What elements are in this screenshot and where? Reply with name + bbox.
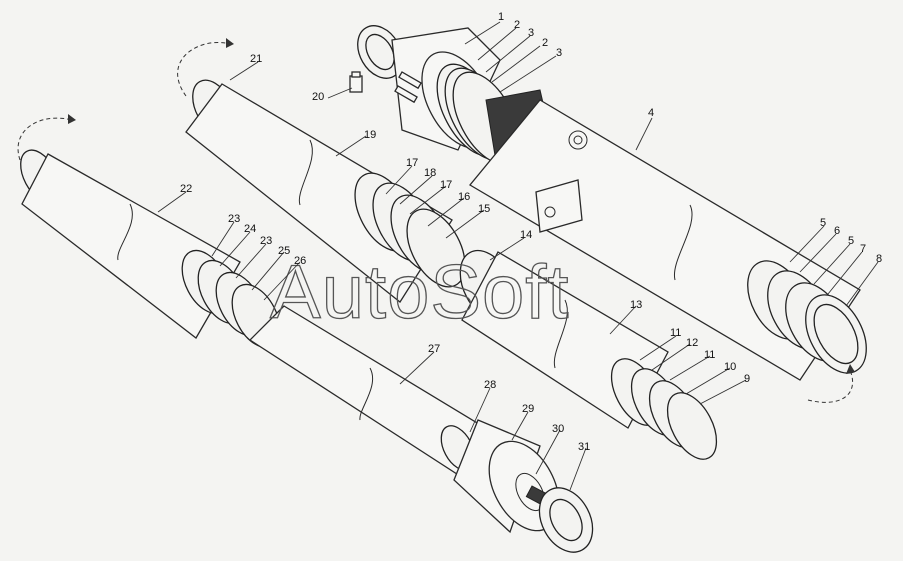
callout-5: 5 <box>820 217 826 229</box>
callout-7: 7 <box>860 243 866 255</box>
callout-26: 26 <box>294 255 306 267</box>
callout-10: 10 <box>724 361 736 373</box>
fitting-20 <box>349 71 363 93</box>
callout-11: 11 <box>704 349 715 361</box>
callout-14: 14 <box>520 229 532 241</box>
callout-29: 29 <box>522 403 534 415</box>
callout-19: 19 <box>364 129 376 141</box>
callout-25: 25 <box>278 245 290 257</box>
callout-20: 20 <box>312 91 324 103</box>
callout-2: 2 <box>514 19 520 31</box>
callout-30: 30 <box>552 423 564 435</box>
callout-21: 21 <box>250 53 262 65</box>
callout-3: 3 <box>556 47 562 59</box>
callout-27: 27 <box>428 343 440 355</box>
callout-23: 23 <box>260 235 272 247</box>
left-tube <box>17 114 594 553</box>
cylinder-housing <box>357 25 867 403</box>
callout-13: 13 <box>630 299 642 311</box>
callout-24: 24 <box>244 223 256 235</box>
watermark-text: AutoSoft <box>270 250 570 335</box>
callout-17: 17 <box>440 179 452 191</box>
callout-6: 6 <box>834 225 840 237</box>
callout-17: 17 <box>406 157 418 169</box>
callout-11: 11 <box>670 327 681 339</box>
callout-4: 4 <box>648 107 654 119</box>
callout-3: 3 <box>528 27 534 39</box>
middle-tube <box>177 38 718 460</box>
callout-12: 12 <box>686 337 698 349</box>
callout-18: 18 <box>424 167 436 179</box>
callout-9: 9 <box>744 373 750 385</box>
callout-28: 28 <box>484 379 496 391</box>
callouts: 1 2 3 2 3 4 5 6 5 7 8 9 10 11 12 11 13 1… <box>157 11 882 491</box>
callout-2: 2 <box>542 37 548 49</box>
callout-16: 16 <box>458 191 470 203</box>
callout-31: 31 <box>578 441 590 453</box>
callout-22: 22 <box>180 183 192 195</box>
callout-1: 1 <box>498 11 504 23</box>
callout-8: 8 <box>876 253 882 265</box>
callout-23: 23 <box>228 213 240 225</box>
callout-15: 15 <box>478 203 490 215</box>
callout-5: 5 <box>848 235 854 247</box>
